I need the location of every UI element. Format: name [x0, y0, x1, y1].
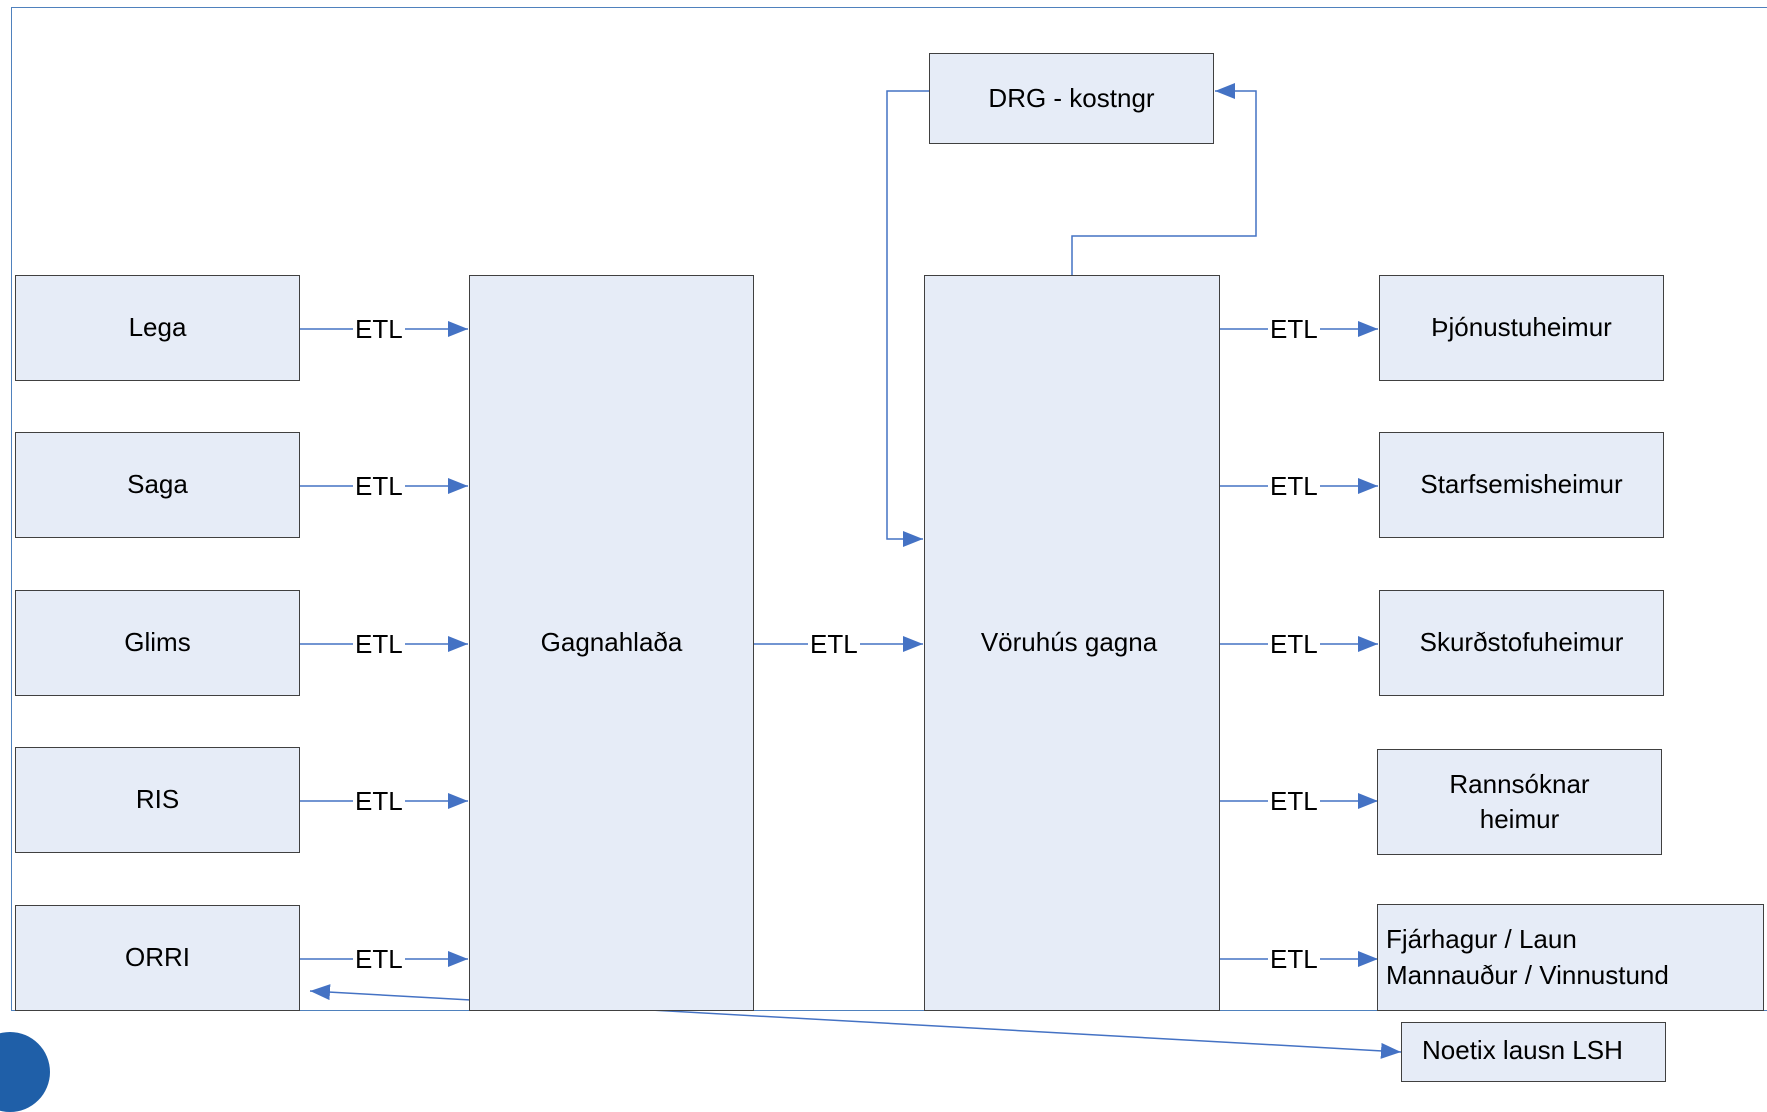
source-box-glims: Glims	[15, 590, 300, 696]
drg-label: DRG - kostngr	[988, 82, 1155, 113]
source-box-ris: RIS	[15, 747, 300, 853]
target-label: Skurðstofuheimur	[1419, 627, 1624, 658]
etl-label: ETL	[353, 629, 405, 659]
diagram-canvas: Lega Saga Glims RIS ORRI Gagnahlaða Vöru…	[0, 7, 1767, 1112]
warehouse-label: Vöruhús gagna	[980, 627, 1158, 658]
target-label: Rannsóknar heimur	[1449, 768, 1590, 834]
drg-box: DRG - kostngr	[929, 53, 1214, 144]
etl-label: ETL	[1268, 786, 1320, 816]
warehouse-box: Vöruhús gagna	[924, 275, 1220, 1011]
target-label: Starfsemisheimur	[1420, 469, 1623, 500]
etl-label: ETL	[353, 314, 405, 344]
source-box-saga: Saga	[15, 432, 300, 538]
staging-box: Gagnahlaða	[469, 275, 754, 1011]
etl-label: ETL	[353, 471, 405, 501]
source-box-lega: Lega	[15, 275, 300, 381]
external-box: Noetix lausn LSH	[1401, 1022, 1666, 1082]
source-box-orri: ORRI	[15, 905, 300, 1011]
external-label: Noetix lausn LSH	[1422, 1035, 1623, 1065]
etl-label: ETL	[1268, 314, 1320, 344]
connector-layer	[300, 83, 1402, 1059]
etl-label: ETL	[353, 944, 405, 974]
target-box-1: Þjónustuheimur	[1379, 275, 1664, 381]
etl-label: ETL	[808, 629, 860, 659]
target-box-2: Starfsemisheimur	[1379, 432, 1664, 538]
etl-label: ETL	[1268, 629, 1320, 659]
source-label: Glims	[124, 627, 191, 658]
source-label: Saga	[127, 469, 188, 500]
connector-drg-to-warehouse	[886, 90, 929, 547]
etl-label: ETL	[1268, 471, 1320, 501]
source-label: ORRI	[125, 942, 190, 973]
target-box-4: Rannsóknar heimur	[1377, 749, 1662, 855]
staging-label: Gagnahlaða	[540, 627, 683, 658]
source-label: RIS	[135, 784, 180, 815]
etl-label: ETL	[1268, 944, 1320, 974]
etl-label: ETL	[353, 786, 405, 816]
target-box-3: Skurðstofuheimur	[1379, 590, 1664, 696]
target-label: Fjárhagur / Laun Mannauður / Vinnustund	[1386, 924, 1669, 990]
target-box-5: Fjárhagur / Laun Mannauður / Vinnustund	[1377, 904, 1764, 1011]
target-label: Þjónustuheimur	[1431, 312, 1612, 343]
connector-warehouse-to-drg	[1071, 83, 1257, 275]
source-label: Lega	[128, 312, 187, 343]
